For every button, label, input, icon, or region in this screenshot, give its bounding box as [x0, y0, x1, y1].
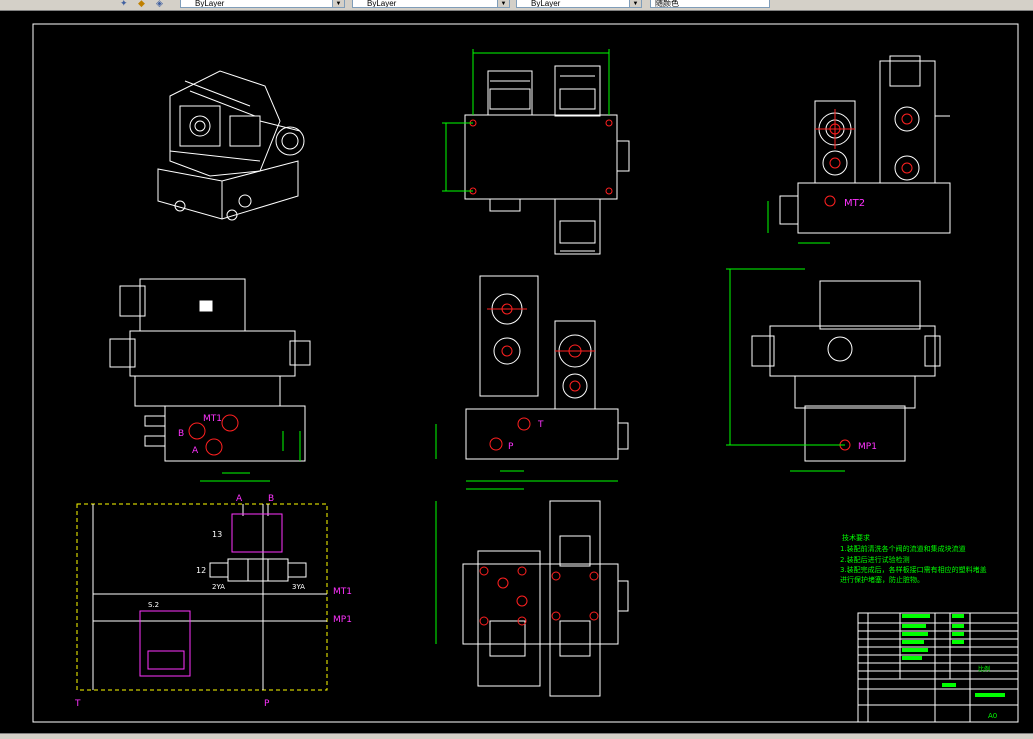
drawing-frame: [32, 23, 1019, 723]
cad-drawing: MT2 MT1 B A: [32, 23, 1019, 723]
title-block-scale-label: 比例: [978, 665, 990, 673]
top-view-dims: [442, 49, 610, 192]
hydraulic-schematic: [76, 503, 328, 691]
tech-req-title: 技术要求: [842, 533, 870, 542]
schematic-3ya-label: 3YA: [292, 583, 305, 591]
schematic-lines: [92, 504, 327, 690]
bottom-view: [462, 500, 629, 697]
schematic-12-label: 12: [196, 566, 206, 575]
schematic-mp1-label: MP1: [333, 615, 352, 625]
right-view-dims: [767, 201, 830, 244]
mp1-label: MP1: [858, 442, 877, 452]
front-center-dims: [435, 424, 618, 490]
title-block: [857, 612, 1019, 723]
plotstyle-control-combo[interactable]: 随颜色: [650, 0, 770, 8]
color-control-combo[interactable]: ByLayer ▼: [180, 0, 345, 8]
schematic-s2-label: S.2: [148, 601, 159, 609]
front-center-centers: [487, 303, 595, 451]
chevron-down-icon[interactable]: ▼: [629, 0, 641, 7]
chevron-down-icon[interactable]: ▼: [497, 0, 509, 7]
top-view-holes: [469, 119, 613, 195]
layer-state-icon[interactable]: ✦: [120, 0, 128, 9]
layer-previous-icon[interactable]: ◆: [138, 0, 145, 9]
front-left-view: [109, 278, 311, 462]
schematic-valve-12: [209, 558, 307, 582]
tech-req-line3: 3.装配完成后，各样板接口需有相应的塑料堵盖: [840, 565, 987, 574]
schematic-p-label: P: [264, 699, 270, 709]
top-view: [464, 65, 630, 255]
front-center-view: [465, 275, 629, 460]
title-block-sheet: A0: [988, 712, 997, 720]
model-space-canvas[interactable]: MT2 MT1 B A: [0, 11, 1033, 735]
p-port-label: P: [508, 442, 514, 452]
front-left-ports: [188, 414, 239, 456]
schematic-t-label: T: [74, 699, 81, 709]
schematic-a-label: A: [236, 494, 243, 504]
lineweight-control-combo[interactable]: ByLayer ▼: [516, 0, 642, 8]
lineweight-control-value: ByLayer: [531, 0, 561, 8]
schematic-b-label: B: [268, 494, 274, 504]
schematic-valve-13: [231, 513, 283, 553]
schematic-2ya-label: 2YA: [212, 583, 225, 591]
b-port-label: B: [178, 429, 184, 439]
schematic-13-label: 13: [212, 530, 222, 539]
schematic-relief: [139, 610, 191, 677]
tech-req-line1: 1.装配前清洗各个阀的流道和集成块流道: [840, 544, 966, 553]
tech-req-line4: 进行保护堵塞，防止脏物。: [840, 575, 924, 584]
schematic-mt1-label: MT1: [333, 587, 352, 597]
tech-req-line2: 2.装配后进行试验检测: [840, 555, 910, 564]
color-control-value: ByLayer: [195, 0, 225, 8]
side-view: [751, 280, 941, 462]
bottom-view-holes: [479, 566, 599, 626]
layer-icon[interactable]: ◈: [156, 0, 163, 9]
plotstyle-control-value: 随颜色: [655, 0, 679, 8]
t-port-label: T: [537, 420, 544, 430]
mt1-label: MT1: [203, 414, 222, 424]
chevron-down-icon[interactable]: ▼: [332, 0, 344, 7]
status-bar: [0, 733, 1033, 739]
front-left-dims: [200, 431, 301, 482]
a-port-label: A: [192, 446, 199, 456]
linetype-control-value: ByLayer: [367, 0, 397, 8]
mt2-label: MT2: [844, 198, 865, 209]
title-block-fills: [902, 614, 1005, 697]
side-view-dims: [726, 268, 845, 472]
iso-view: [157, 70, 305, 221]
right-view-centers: [815, 109, 913, 207]
properties-toolbar: ✦ ◆ ◈ ByLayer ▼ ByLayer ▼ ByLayer ▼ 随颜色: [0, 0, 1033, 11]
linetype-control-combo[interactable]: ByLayer ▼: [352, 0, 510, 8]
technical-requirements: 技术要求 1.装配前清洗各个阀的流道和集成块流道 2.装配后进行试验检测 3.装…: [840, 533, 987, 584]
